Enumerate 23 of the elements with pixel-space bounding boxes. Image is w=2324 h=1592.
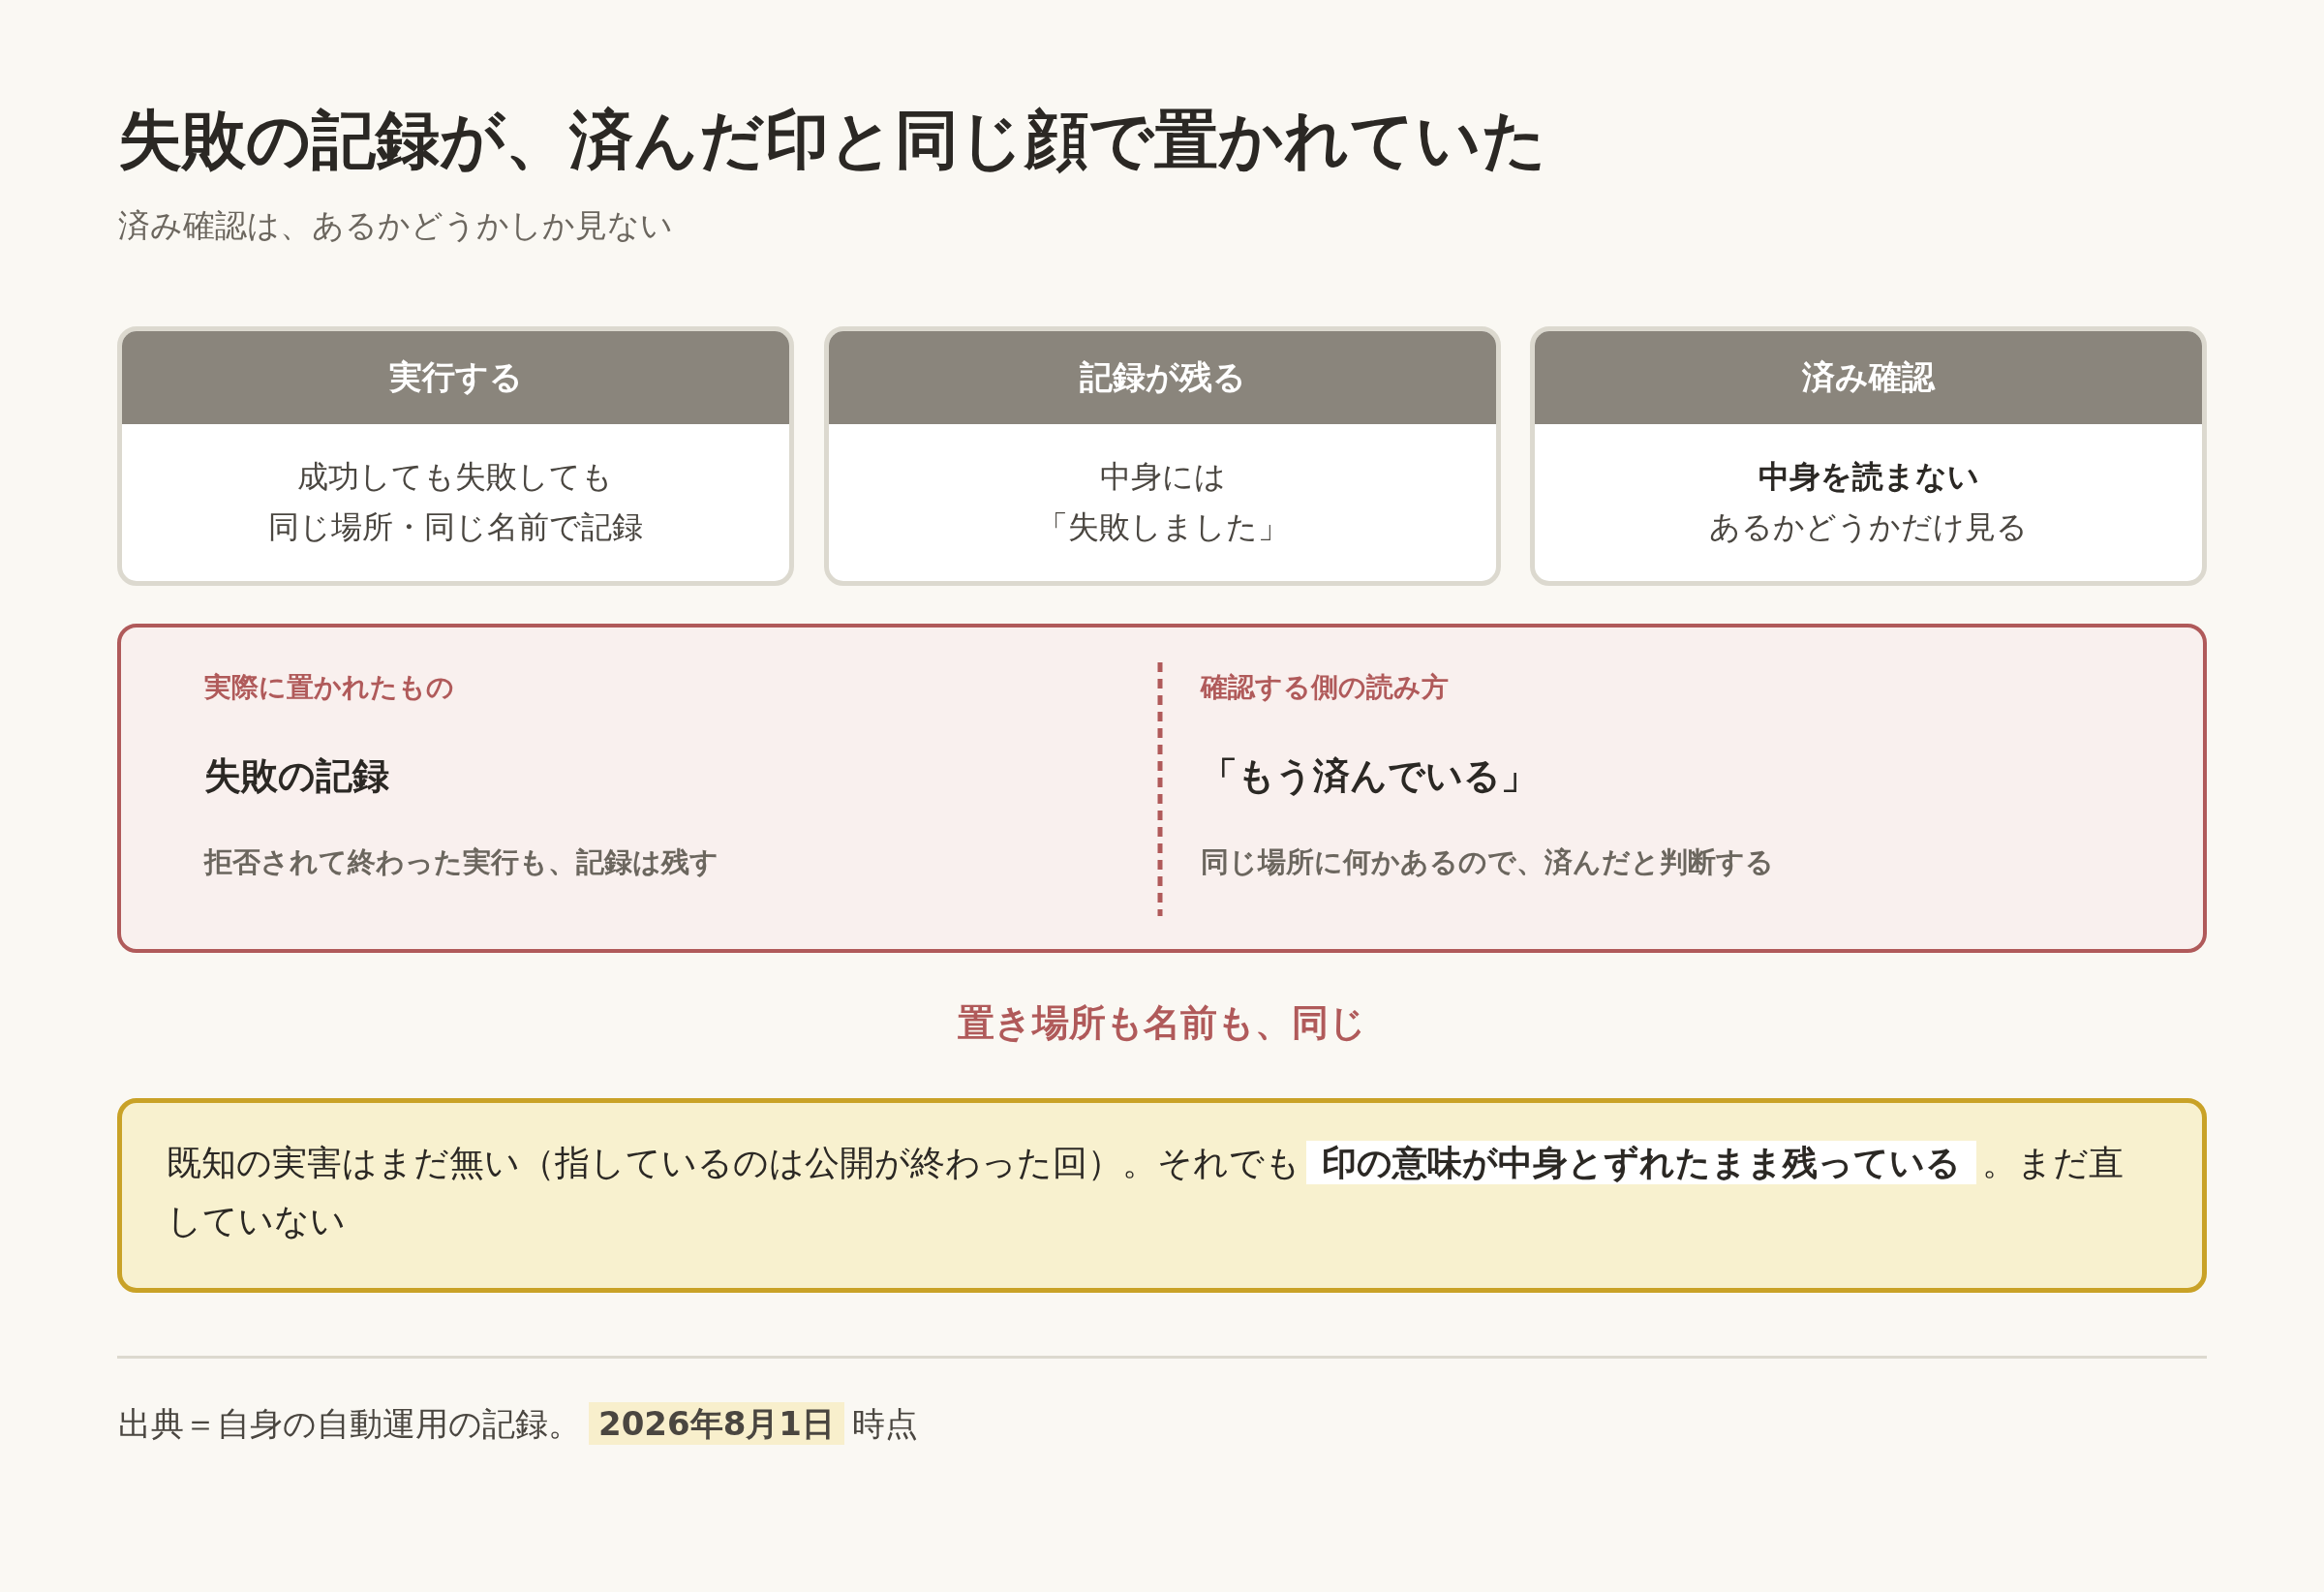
title: 失敗の記録が、済んだ印と同じ顔で置かれていた	[118, 102, 1547, 179]
card-text: 中身を読まない	[1757, 457, 1980, 497]
card-header: 記録が残る	[829, 331, 1496, 424]
card-text: あるかどうかだけ見る	[1708, 507, 2029, 547]
step-card	[1530, 326, 2207, 586]
card-text: 成功しても失敗しても同じ場所・同じ名前で記録	[267, 457, 644, 547]
step-card	[117, 326, 794, 586]
note-box	[117, 1098, 2207, 1293]
step-card	[824, 326, 1501, 586]
section-text: 拒否されて終わった実行も、記録は残す	[204, 844, 719, 880]
section-heading: 失敗の記録	[204, 753, 389, 799]
note-text: 既知の実害はまだ無い（指しているのは公開が終わった回）。それでも印の意味が中身とずれたまま残っている。まだ直していない	[167, 1140, 2125, 1242]
section-label: 確認する側の読み方	[1201, 670, 1449, 705]
section-text: 同じ場所に何かあるので、済んだと判断する	[1201, 844, 1774, 880]
source-text: 出典＝自身の自動運用の記録。2026年8月1日時点	[118, 1401, 918, 1447]
card-header: 実行する	[122, 331, 789, 424]
section-label: 実際に置かれたもの	[204, 670, 454, 705]
subtitle: 済み確認は、あるかどうかしか見ない	[118, 205, 673, 246]
card-header: 済み確認	[1535, 331, 2202, 424]
comparison-panel	[117, 624, 2207, 953]
summary-text: 置き場所も名前も、同じ	[958, 1000, 1366, 1046]
card-text: 中身には「失敗しました」	[1035, 457, 1290, 547]
section-heading: 「もう済んでいる」	[1201, 753, 1538, 799]
